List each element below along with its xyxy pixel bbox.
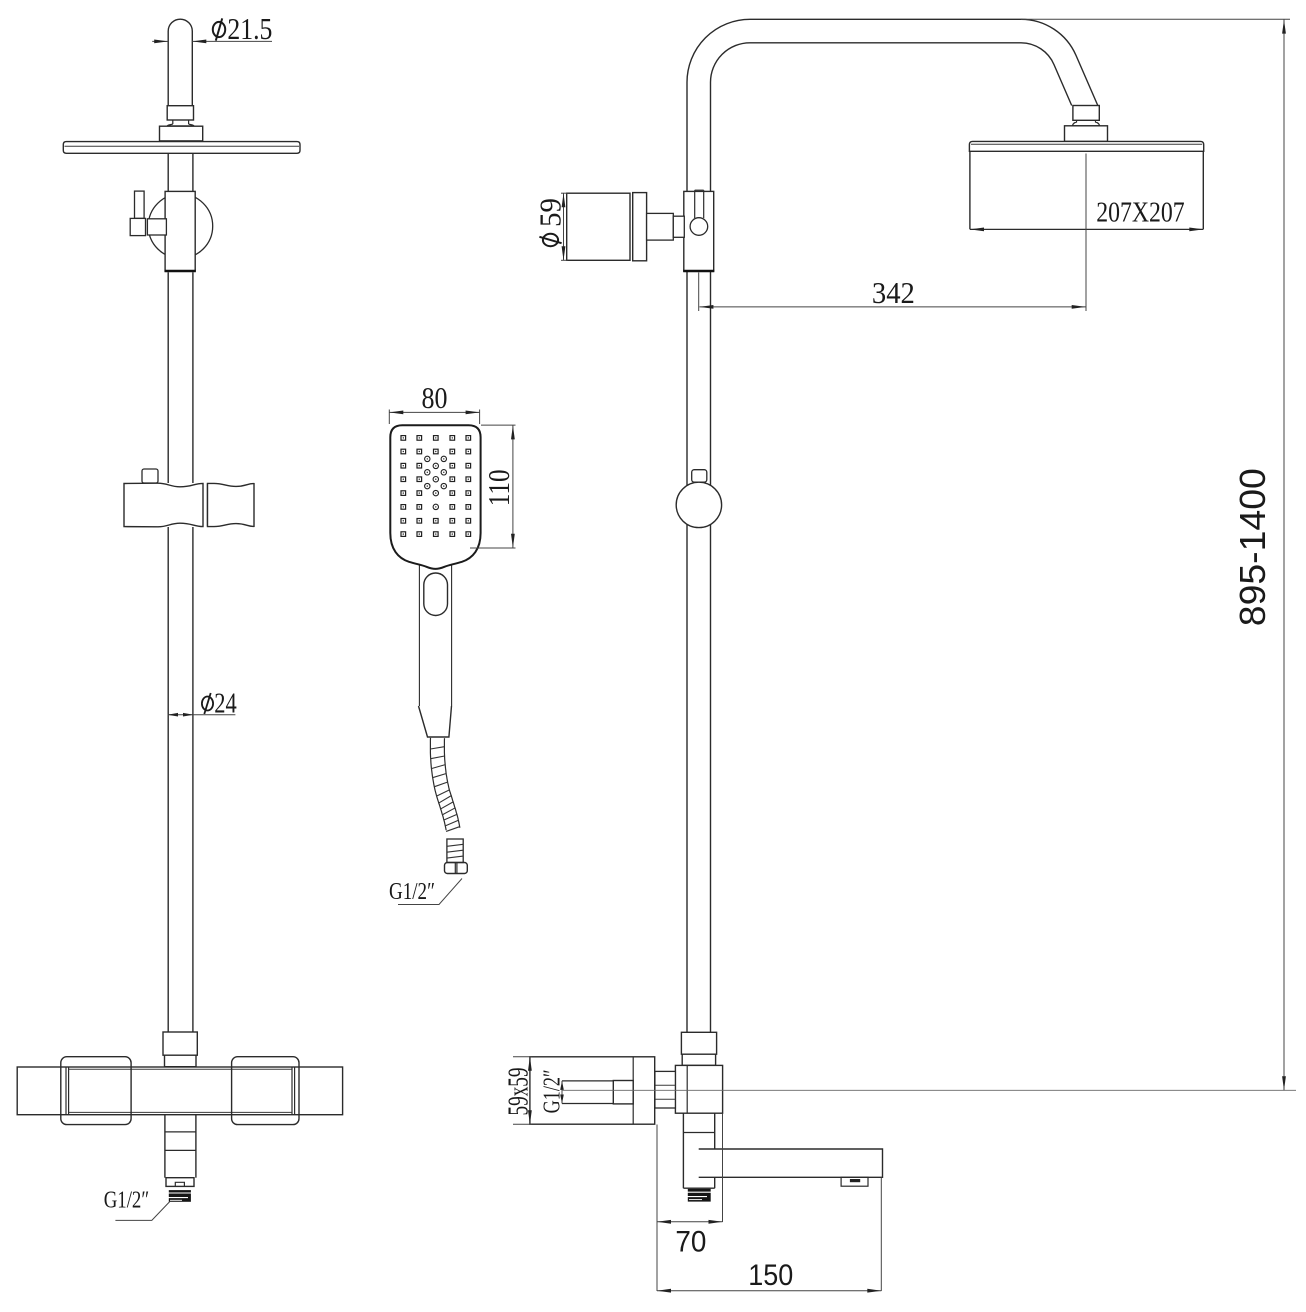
svg-text:80: 80	[422, 380, 448, 415]
svg-text:59: 59	[532, 198, 567, 227]
svg-text:21.5: 21.5	[227, 11, 272, 46]
svg-text:G1/2″: G1/2″	[104, 1188, 150, 1214]
svg-text:895-1400: 895-1400	[1232, 468, 1273, 626]
svg-text:110: 110	[481, 469, 516, 506]
svg-text:24: 24	[214, 688, 237, 720]
svg-text:G1/2″: G1/2″	[389, 879, 435, 905]
svg-text:207X207: 207X207	[1096, 198, 1185, 229]
svg-text:G1/2″: G1/2″	[540, 1069, 566, 1113]
svg-text:59x59: 59x59	[503, 1068, 535, 1116]
svg-text:70: 70	[675, 1226, 706, 1259]
svg-text:342: 342	[872, 275, 915, 310]
svg-text:150: 150	[748, 1259, 793, 1292]
